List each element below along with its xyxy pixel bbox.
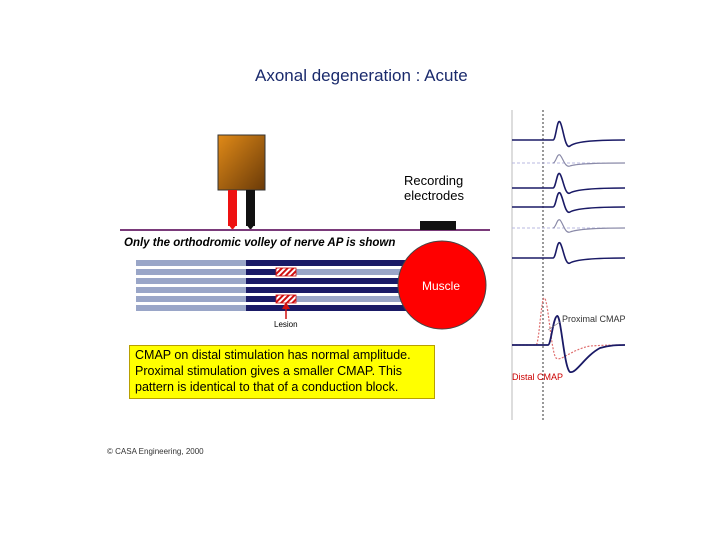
recording-electrodes-label: Recording electrodes [404, 173, 464, 203]
stimulator-cathode-red [228, 190, 237, 226]
cathode-tip [228, 224, 237, 230]
nerve-fibres [136, 260, 416, 311]
note-line-2: Proximal stimulation gives a smaller CMA… [135, 364, 402, 378]
recording-electrode [420, 221, 456, 230]
stimulator-anode-black [246, 190, 255, 226]
note-line-1: CMAP on distal stimulation has normal am… [135, 348, 411, 362]
copyright-notice: © CASA Engineering, 2000 [107, 447, 204, 456]
fibre-1-healthy [246, 260, 416, 266]
trace-5 [552, 219, 626, 233]
distal-cmap-label: Distal CMAP [512, 372, 564, 382]
trace-1 [512, 120, 626, 148]
proximal-label-leader [547, 321, 561, 331]
recording-label-line2: electrodes [404, 188, 464, 203]
stimulator [217, 134, 266, 230]
trace-proximal-cmap [512, 315, 626, 373]
fibre-4-pale [136, 287, 246, 293]
fibre-1-pale [136, 260, 246, 266]
lesion-mark-2 [275, 294, 297, 304]
fibre-3-pale [136, 278, 246, 284]
trace-2 [552, 154, 626, 167]
orthodromic-note: Only the orthodromic volley of nerve AP … [124, 237, 396, 249]
anode-tip [246, 224, 255, 230]
fibre-4-healthy [246, 287, 416, 293]
fibre-6-healthy [246, 305, 416, 311]
trace-6 [512, 241, 626, 264]
trace-4 [512, 191, 626, 213]
fibre-5-healthy [246, 296, 276, 302]
slide-title: Axonal degeneration : Acute [255, 66, 468, 85]
lesion-label: Lesion [274, 320, 298, 329]
proximal-cmap-label: Proximal CMAP [562, 314, 626, 324]
muscle [397, 240, 487, 330]
stimulator-box [217, 134, 266, 191]
trace-3 [512, 172, 626, 195]
recording-label-line1: Recording [404, 173, 464, 188]
fibre-5-pale [136, 296, 246, 302]
fibre-2-degenerated [296, 269, 416, 275]
note-line-3: pattern is identical to that of a conduc… [135, 380, 399, 394]
fibre-2-healthy [246, 269, 276, 275]
lesion-arrow [282, 302, 290, 319]
explanation-note: CMAP on distal stimulation has normal am… [129, 345, 435, 399]
fibre-2-pale [136, 269, 246, 275]
fibre-3-healthy [246, 278, 416, 284]
trace-distal-cmap [512, 297, 626, 360]
cmap-traces [511, 110, 626, 420]
fibre-6-pale [136, 305, 246, 311]
muscle-label: Muscle [422, 279, 461, 293]
fibre-5-degenerated [296, 296, 416, 302]
lesion-mark-1 [275, 267, 297, 277]
